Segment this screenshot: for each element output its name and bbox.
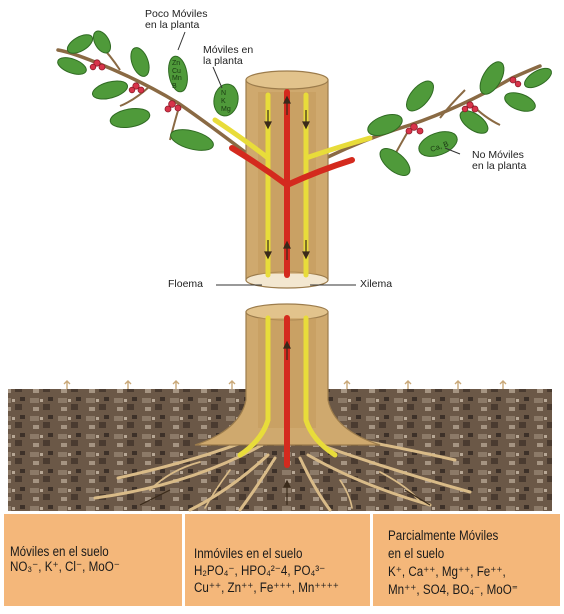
- panel-parcial-title-1: Parcialmente Móviles: [388, 528, 498, 543]
- panel-parcial-title-2: en el suelo: [388, 546, 444, 561]
- label-floema: Floema: [168, 279, 203, 290]
- element-b: B: [172, 83, 182, 91]
- label-poco-moviles: Poco Móviles en la planta: [145, 9, 207, 31]
- panel-inmoviles-ions-2: Cu⁺⁺, Zn⁺⁺, Fe⁺⁺⁺, Mn⁺⁺⁺⁺: [194, 580, 339, 595]
- panel-inmoviles-title: Inmóviles en el suelo: [194, 546, 302, 561]
- panel-moviles-title: Móviles en el suelo: [10, 544, 109, 559]
- element-k: K: [221, 98, 231, 106]
- panel-parcial-ions-2: Mn⁺⁺, SO4, BO₄⁻, MoO⁼: [388, 582, 518, 597]
- panel-inmoviles-ions-1: H₂PO₄⁻, HPO₄²⁻4, PO₄³⁻: [194, 563, 325, 578]
- panel-moviles-ions: NO₃⁻, K⁺, Cl⁻, MoO⁻: [10, 559, 120, 574]
- leaf-elements-left-center: N K Mg: [221, 90, 231, 114]
- label-moviles-planta: Móviles en la planta: [203, 45, 253, 67]
- element-mn: Mn: [172, 75, 182, 83]
- label-no-moviles: No Móviles en la planta: [472, 150, 526, 172]
- element-n: N: [221, 90, 231, 98]
- leaf-elements-left-upper: Zn Cu Mn B: [172, 60, 182, 90]
- element-cu: Cu: [172, 68, 182, 76]
- element-zn: Zn: [172, 60, 182, 68]
- element-mg: Mg: [221, 106, 231, 114]
- panel-parcial-ions-1: K⁺, Ca⁺⁺, Mg⁺⁺, Fe⁺⁺,: [388, 564, 506, 579]
- label-xilema: Xilema: [360, 279, 392, 290]
